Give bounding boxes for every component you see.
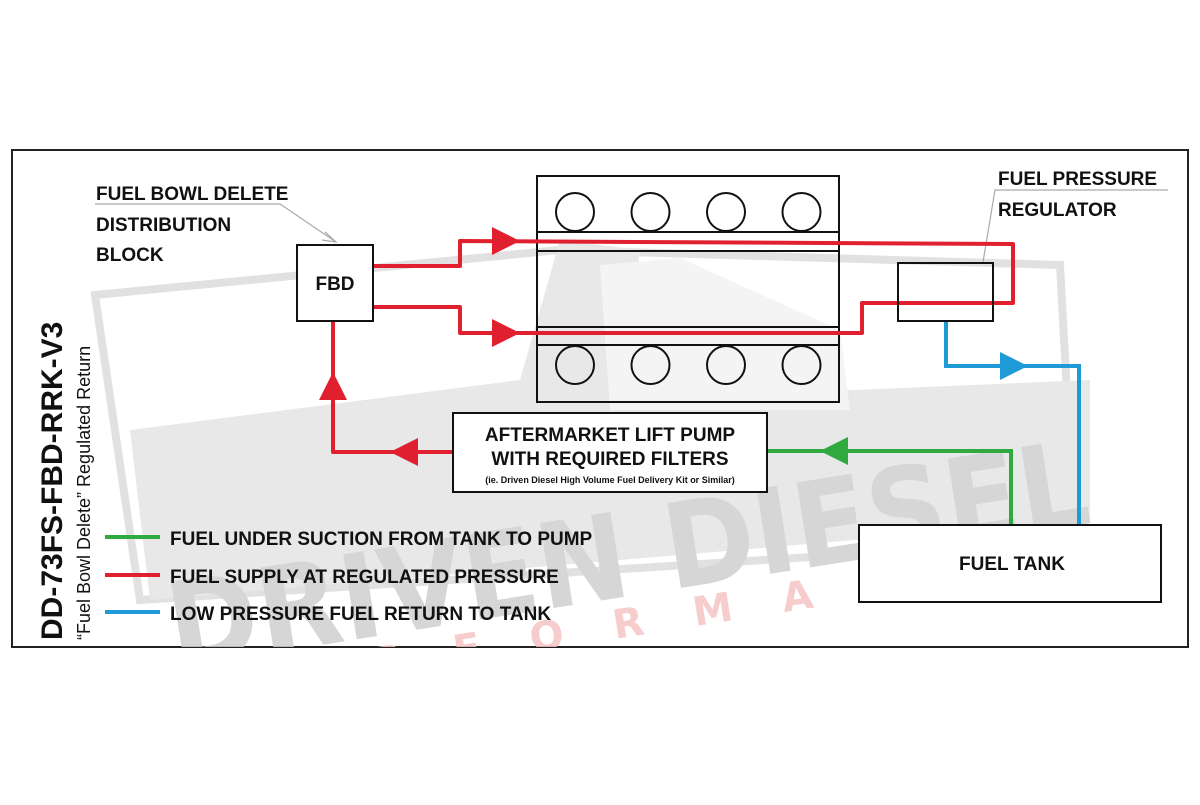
fbd-leader-arrowhead [321,231,338,243]
legend-label-supply: FUEL SUPPLY AT REGULATED PRESSURE [170,567,559,588]
lift-pump-note: (ie. Driven Diesel High Volume Fuel Deli… [485,475,734,485]
supply-arrow-up-to-fbd [319,372,347,400]
return-arrow-right [1000,352,1028,380]
lift-pump-label-line-2: WITH REQUIRED FILTERS [491,449,728,470]
regulator-callout-line-1: FUEL PRESSURE [998,169,1157,190]
fbd-callout-line-1: FUEL BOWL DELETE [96,184,288,205]
supply-arrow-left [390,438,418,466]
fbd-leader-line [95,203,337,243]
fbd-callout-line-2: DISTRIBUTION [96,215,231,236]
fbd-box-label: FBD [315,274,354,295]
cylinder [781,192,822,232]
engine-outline [536,175,840,403]
suction-arrow-left [820,437,848,465]
legend-label-suction: FUEL UNDER SUCTION FROM TANK TO PUMP [170,529,593,550]
supply-arrow-upper [492,227,520,255]
fuel-tank-box [858,524,1162,603]
supply-arrow-lower [492,319,520,347]
cylinder [630,192,671,232]
fuel-tank-label: FUEL TANK [959,554,1065,575]
cylinder [706,345,746,385]
lift-pump-label-line-1: AFTERMARKET LIFT PUMP [485,425,735,446]
cylinder [781,345,822,385]
fbd-callout-line-3: BLOCK [96,245,164,266]
cylinder [555,192,595,232]
supply-line-lower-rail [373,301,898,335]
engine-block [536,175,840,403]
regulator-leader-line [982,189,1168,263]
lift-pump-box [452,412,768,493]
regulator-callout-line-2: REGULATOR [998,200,1117,221]
fuel-pressure-regulator [897,262,994,322]
cylinder [706,192,746,232]
suction-line [768,449,1013,524]
part-number-title: DD-73FS-FBD-RRK-V3 [36,322,69,640]
part-number-subtitle: “Fuel Bowl Delete” Regulated Return [74,346,94,640]
cylinder [630,345,671,385]
legend: FUEL UNDER SUCTION FROM TANK TO PUMP FUE… [105,529,593,625]
fbd-box [296,244,374,322]
cylinder [555,345,595,385]
legend-label-return: LOW PRESSURE FUEL RETURN TO TANK [170,604,551,625]
